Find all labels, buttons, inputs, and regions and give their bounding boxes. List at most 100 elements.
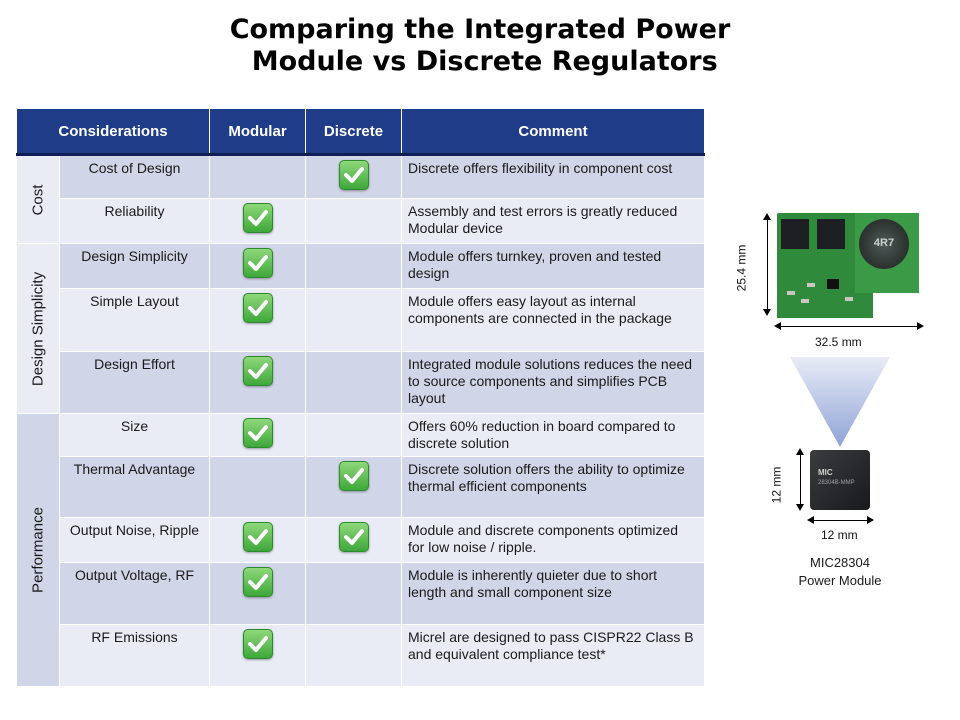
checkmark-icon <box>338 522 369 552</box>
arrow-right-icon <box>867 516 874 524</box>
consideration-cell: Output Voltage, RF <box>59 562 210 625</box>
modular-cell <box>209 154 306 199</box>
arrow-down-icon <box>763 309 771 316</box>
category-cell: Cost <box>16 154 60 244</box>
slide-title-line2: Module vs Discrete Regulators <box>242 46 718 77</box>
comment-cell: Discrete solution offers the ability to … <box>401 456 705 518</box>
module-part-number: 28304B-MMP <box>818 480 855 486</box>
comment-cell: Offers 60% reduction in board compared t… <box>401 413 705 457</box>
module-caption-line1: MIC28304 <box>810 555 870 570</box>
header-discrete: Discrete <box>305 108 402 156</box>
discrete-cell <box>305 413 402 457</box>
table-header-row: Considerations Modular Discrete Comment <box>16 108 705 156</box>
arrow-up-icon <box>763 213 771 220</box>
discrete-cell <box>305 154 402 199</box>
modular-cell <box>209 517 306 563</box>
consideration-cell: RF Emissions <box>59 624 210 687</box>
module-height-label: 12 mm <box>769 466 784 504</box>
consideration-cell: Thermal Advantage <box>59 456 210 518</box>
smd-component <box>801 299 809 303</box>
checkmark-icon <box>338 160 369 190</box>
slide-title-line1: Comparing the Integrated Power <box>229 14 731 45</box>
category-label: Design Simplicity <box>29 271 47 386</box>
discrete-cell <box>305 351 402 414</box>
comparison-table: Considerations Modular Discrete Comment … <box>16 108 705 687</box>
checkmark-icon <box>242 629 273 659</box>
smd-component <box>787 291 795 295</box>
comment-cell: Assembly and test errors is greatly redu… <box>401 198 705 244</box>
comment-cell: Micrel are designed to pass CISPR22 Clas… <box>401 624 705 687</box>
modular-cell <box>209 243 306 289</box>
discrete-cell <box>305 288 402 352</box>
funnel-triangle <box>790 357 890 447</box>
comment-cell: Integrated module solutions reduces the … <box>401 351 705 414</box>
table-row: Performance Size Offers 60% reduction in b… <box>16 413 705 687</box>
comment-cell: Module and discrete components optimized… <box>401 517 705 563</box>
arrow-left-icon <box>774 322 781 330</box>
consideration-cell: Size <box>59 413 210 457</box>
category-cell: Design Simplicity <box>16 243 60 414</box>
arrow-right-icon <box>917 322 924 330</box>
table-row: Simple Layout Module offers easy layout a… <box>17 288 705 352</box>
checkmark-icon <box>242 248 273 278</box>
consideration-cell: Design Simplicity <box>59 243 210 289</box>
width-dimension-line <box>777 326 920 327</box>
consideration-cell: Output Noise, Ripple <box>59 517 210 563</box>
discrete-cell <box>305 198 402 244</box>
table-row: Thermal Advantage Discrete solution offer… <box>17 456 705 518</box>
comment-cell: Module offers turnkey, proven and tested… <box>401 243 705 289</box>
discrete-board-photo: 4R7 <box>777 213 919 318</box>
checkmark-icon <box>242 293 273 323</box>
modular-cell <box>209 456 306 518</box>
comment-cell: Module is inherently quieter due to shor… <box>401 562 705 625</box>
discrete-cell <box>305 562 402 625</box>
arrow-down-icon <box>796 504 804 511</box>
module-width-line <box>810 520 870 521</box>
modular-cell <box>209 562 306 625</box>
checkmark-icon <box>242 567 273 597</box>
header-modular: Modular <box>209 108 306 156</box>
category-label: Cost <box>29 184 47 215</box>
power-module-photo: MIC 28304B-MMP <box>810 450 870 510</box>
smd-component <box>845 297 853 301</box>
discrete-cell <box>305 517 402 563</box>
inductor-component: 4R7 <box>859 219 909 269</box>
module-width-label: 12 mm <box>821 528 858 542</box>
checkmark-icon <box>242 203 273 233</box>
table-row: Output Noise, Ripple Module and discrete … <box>17 517 705 563</box>
modular-cell <box>209 351 306 414</box>
checkmark-icon <box>242 418 273 448</box>
module-logo: MIC <box>818 468 833 477</box>
mosfet-chip <box>817 219 845 249</box>
mosfet-chip <box>781 219 809 249</box>
consideration-cell: Reliability <box>59 198 210 244</box>
board-height-label: 25.4 mm <box>734 244 749 292</box>
comment-cell: Module offers easy layout as internal co… <box>401 288 705 352</box>
discrete-cell <box>305 243 402 289</box>
board-width-label: 32.5 mm <box>815 335 862 349</box>
checkmark-icon <box>338 461 369 491</box>
module-caption-line2: Power Module <box>798 573 882 588</box>
comment-cell: Discrete offers flexibility in component… <box>401 154 705 199</box>
consideration-cell: Simple Layout <box>59 288 210 352</box>
module-height-line <box>800 452 801 508</box>
table-row: Design Effort Integrated module solutions… <box>17 351 705 414</box>
category-label: Performance <box>29 507 47 593</box>
table-row: Output Voltage, RF Module is inherently q… <box>17 562 705 625</box>
consideration-cell: Design Effort <box>59 351 210 414</box>
table-row: RF Emissions Micrel are designed to pass … <box>17 624 705 687</box>
controller-ic <box>827 279 839 289</box>
table-row: Reliability Assembly and test errors is g… <box>17 198 705 244</box>
modular-cell <box>209 413 306 457</box>
module-illustration: 4R7 25.4 mm 32.5 mm MIC 28304B-MMP 12 mm… <box>720 195 960 615</box>
discrete-cell <box>305 624 402 687</box>
consideration-cell: Cost of Design <box>59 154 210 199</box>
checkmark-icon <box>242 522 273 552</box>
table-body: Cost Cost of Design Discrete offers flexib… <box>16 154 705 687</box>
modular-cell <box>209 198 306 244</box>
table-row: Cost Cost of Design Discrete offers flexib… <box>16 154 705 244</box>
arrow-up-icon <box>796 448 804 455</box>
header-considerations: Considerations <box>16 108 210 156</box>
modular-cell <box>209 288 306 352</box>
